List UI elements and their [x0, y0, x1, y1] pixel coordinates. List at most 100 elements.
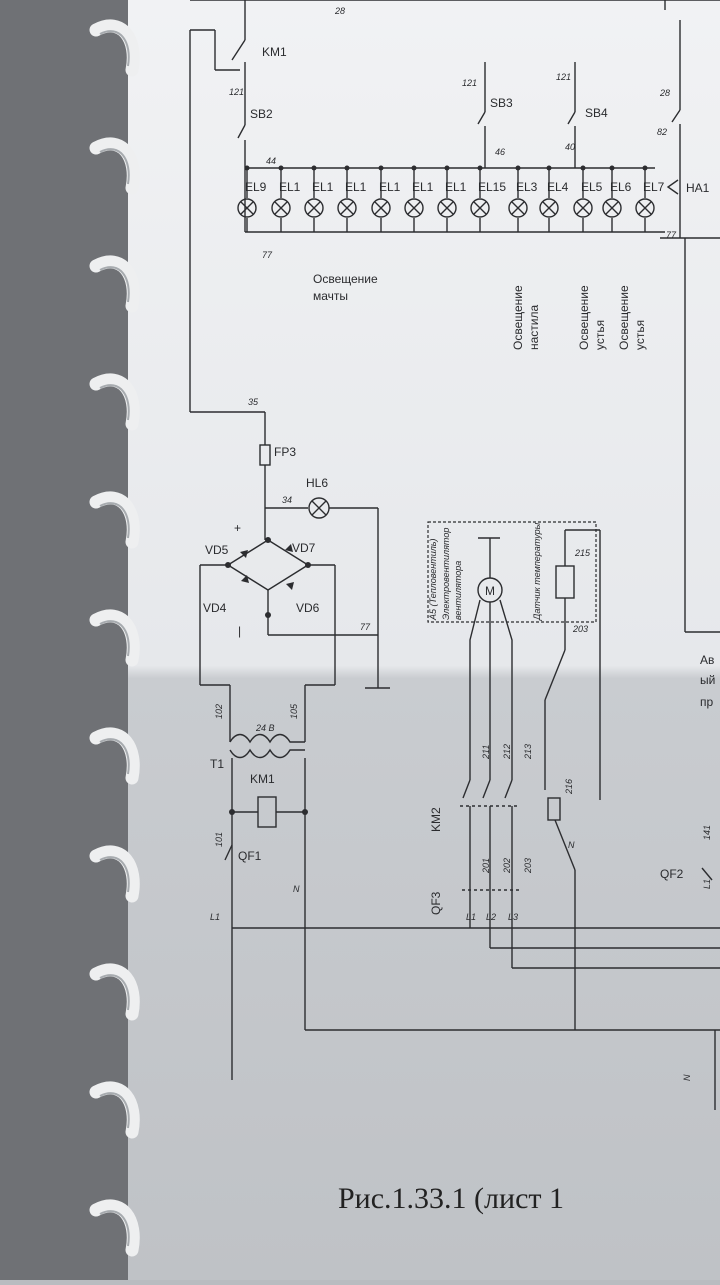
lamp-label: EL1: [379, 180, 401, 194]
l1b-label: L1: [466, 912, 476, 922]
hl6-label: HL6: [306, 476, 328, 490]
km1-contact-label: KM1: [262, 45, 287, 59]
binding-ring-shadow: [99, 620, 130, 657]
temp-sensor-label: Датчик температуры: [532, 522, 542, 621]
wire-77c-label: 77: [666, 230, 677, 240]
spiral-binding: [89, 19, 140, 1257]
km2-coil: [547, 797, 561, 821]
wire-216-label: 216: [564, 779, 574, 795]
wire-213-label: 213: [523, 744, 533, 760]
lamp-icon: [371, 198, 391, 218]
lamp-icon: [635, 198, 655, 218]
lamp-6: EL1: [404, 165, 434, 232]
binding-ring-shadow: [99, 30, 130, 67]
lamp-icon: [437, 198, 457, 218]
wire-211-label: 211: [481, 745, 491, 760]
figure-caption: Рис.1.33.1 (лист 1: [338, 1182, 564, 1215]
binding-ring: [89, 255, 140, 313]
binding-ring: [89, 727, 140, 785]
vd4-label: VD4: [203, 601, 227, 615]
lamp-3: EL1: [304, 165, 334, 232]
n3-label: N: [682, 1074, 692, 1081]
a5-box: [427, 521, 597, 623]
wire-46-label: 46: [495, 147, 505, 157]
binding-ring: [89, 963, 140, 1021]
n1-label: N: [293, 884, 300, 894]
lamp-label: EL4: [547, 180, 569, 194]
lamp-icon: [337, 198, 357, 218]
wire-102-label: 102: [214, 704, 224, 719]
n2-label: N: [568, 840, 575, 850]
lamp-7: EL1: [437, 165, 467, 232]
binding-ring-shadow: [99, 1092, 130, 1129]
minus-label: |: [238, 624, 241, 638]
wire-105-label: 105: [289, 703, 299, 719]
motor-label: M: [485, 584, 495, 598]
qf1-label: QF1: [238, 849, 262, 863]
wire-28r-label: 28: [659, 88, 670, 98]
binding-ring-shadow: [99, 502, 130, 539]
lamp-icon: [539, 198, 559, 218]
lamp-9: EL3: [508, 165, 538, 232]
lamp-label: EL6: [610, 180, 632, 194]
l3-label: L3: [508, 912, 518, 922]
mast-label-2: мачты: [313, 289, 348, 303]
lamp-label: EL9: [245, 180, 267, 194]
binding-ring-shadow: [99, 1210, 130, 1247]
lighting-section: 28 KM1 121 SB2 121 SB3 46 121 SB4 40 28: [189, 0, 720, 633]
right-text-2: ый: [700, 673, 715, 687]
binding-ring-shadow: [99, 148, 130, 185]
binding-ring-shadow: [99, 266, 130, 303]
binding-ring-shadow: [99, 738, 130, 775]
vd6-label: VD6: [296, 601, 320, 615]
fan-section: А5 (Тепловентиль) Электровентилятор вент…: [427, 521, 720, 1030]
lamp-icon: [470, 198, 490, 218]
lamp-icon: [404, 198, 424, 218]
mouth2-label-1: Освещение: [617, 285, 631, 350]
binding-ring: [89, 1199, 140, 1257]
wire-203b-label: 203: [572, 624, 588, 634]
mouth1-label-2: устья: [593, 320, 607, 350]
binding-ring: [89, 1081, 140, 1139]
wire-77b-label: 77: [360, 622, 371, 632]
wire-40-label: 40: [565, 142, 575, 152]
km2-label: KM2: [429, 807, 443, 832]
binding-ring: [89, 609, 140, 667]
lamp-label: EL5: [581, 180, 603, 194]
wire-121b-label: 121: [462, 78, 477, 88]
lamp-icon: [602, 198, 622, 218]
mast-label-1: Освещение: [313, 272, 378, 286]
l2-label: L2: [486, 912, 496, 922]
wire-212-label: 212: [502, 744, 512, 760]
lamp-label: EL7: [643, 180, 665, 194]
deck-label-1: Освещение: [511, 285, 525, 350]
a5-fan-2: вентилятора: [453, 561, 463, 620]
wire-202-label: 202: [502, 858, 512, 874]
lamp-4: EL1: [337, 165, 367, 232]
lamp-label: EL1: [445, 180, 467, 194]
wire-35-label: 35: [248, 397, 259, 407]
sb3-label: SB3: [490, 96, 513, 110]
lamp-10: EL4: [539, 165, 569, 232]
fp3-label: FP3: [274, 445, 296, 459]
wire-121c-label: 121: [556, 72, 571, 82]
diode-bridge: [240, 544, 294, 590]
power-section: 35 FP3 34 HL6 77 + | VD5 VD7 VD4 VD6: [190, 397, 720, 1080]
lamp-12: EL6: [602, 165, 632, 232]
a5-title: А5 (Тепловентиль): [428, 538, 438, 621]
mouth2-label-2: устья: [633, 320, 647, 350]
wire-28-label: 28: [334, 6, 345, 16]
qf2-label: QF2: [660, 867, 684, 881]
sb4-label: SB4: [585, 106, 608, 120]
wire-215-label: 215: [574, 548, 591, 558]
wire-121a-label: 121: [229, 87, 244, 97]
wire-82-label: 82: [657, 127, 667, 137]
binding-ring-shadow: [99, 856, 130, 893]
binding-ring: [89, 137, 140, 195]
qf3-label: QF3: [429, 891, 443, 915]
lamp-icon: [304, 198, 324, 218]
lamp-icon: [271, 198, 291, 218]
deck-label-2: настила: [527, 304, 541, 350]
lamp-5: EL1: [371, 165, 401, 232]
